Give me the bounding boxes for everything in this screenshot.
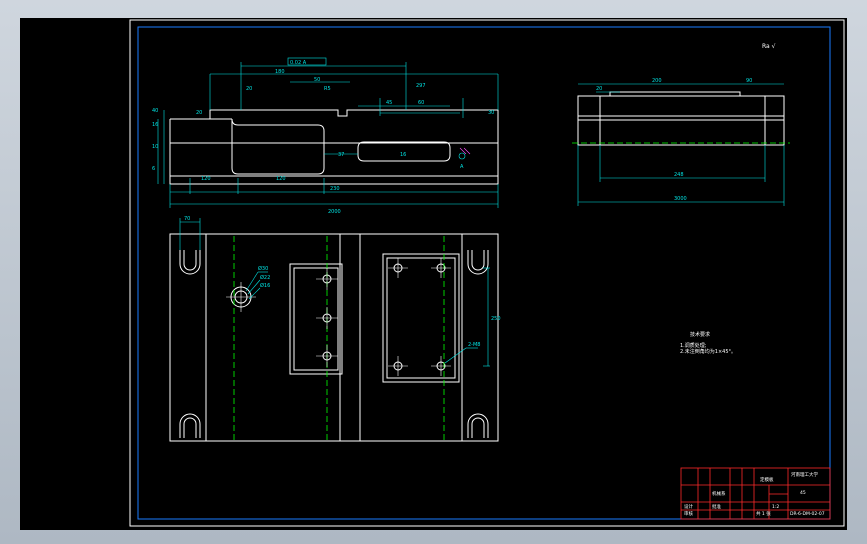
front-view-dim-text: 2000 230 120 120 180 50 297 45 60 37 16 … (152, 60, 494, 215)
dim-r5: R5 (324, 86, 331, 92)
dim-tolerance: 0.02 A (290, 60, 307, 66)
dim-200: 200 (652, 78, 662, 84)
dim-tap: 2-M8 (468, 342, 480, 348)
dim-hole-a: Ø30 (258, 265, 268, 272)
title-material: 45 (800, 490, 806, 496)
side-view-dimensions (577, 83, 785, 206)
title-designer: 设计 (684, 503, 693, 510)
plan-view (169, 233, 499, 442)
title-checker: 审核 (684, 510, 693, 517)
technical-notes: 技术要求 1.调质处理; 2.未注倒角均为1×45°。 (680, 331, 736, 355)
notes-line-2: 2.未注倒角均为1×45°。 (680, 348, 736, 355)
notes-title: 技术要求 (690, 331, 710, 338)
front-view-outline (169, 109, 499, 185)
dim-top-297: 297 (416, 83, 426, 89)
dim-top-180: 180 (275, 69, 285, 75)
plan-view-dim-text: 70 Ø30 Ø22 Ø16 250 2-M8 (184, 216, 501, 348)
title-sheet: 共 1 张 (756, 510, 771, 517)
dim-right-step: 120 (276, 176, 286, 182)
plan-view-outline (169, 233, 499, 442)
front-view-dimensions (157, 57, 499, 208)
dim-main-length: 230 (330, 186, 340, 192)
plan-window-right (382, 253, 460, 383)
surface-finish-symbol: Ra √ (762, 43, 776, 50)
title-drawing-no: DR-6-DM-02-07 (790, 511, 825, 517)
front-pocket-left (231, 118, 325, 175)
dim-20a: 20 (196, 110, 202, 116)
front-pocket-right (357, 141, 451, 162)
title-part-name: 定模板 (760, 476, 774, 483)
dim-hole-b: Ø22 (260, 274, 270, 281)
dim-h-16: 16 (152, 122, 158, 128)
geometric-tolerance-box (287, 57, 327, 66)
title-scale: 1:2 (772, 504, 779, 510)
dim-h-40: 40 (152, 108, 158, 114)
plan-window-left (289, 263, 343, 375)
side-view (577, 91, 785, 146)
front-view (169, 109, 499, 185)
datum-label: A (460, 164, 464, 170)
dim-v-30: 30 (488, 110, 494, 116)
cad-viewport[interactable]: Ra √ (20, 18, 847, 530)
dim-overall-length: 2000 (328, 209, 341, 215)
dim-60: 60 (418, 100, 424, 106)
guide-slot-bottom-right (467, 413, 489, 438)
dim-right-height: 250 (491, 316, 501, 322)
dim-16: 16 (400, 152, 406, 158)
guide-slot-top-left (179, 250, 201, 275)
title-approver: 批准 (712, 503, 721, 510)
front-view-hatch (459, 147, 471, 155)
inner-border (137, 26, 831, 520)
guide-slot-top-right (467, 250, 489, 275)
notes-line-1: 1.调质处理; (680, 342, 707, 349)
dim-h-10: 10 (152, 144, 158, 150)
dim-90: 90 (746, 78, 752, 84)
guide-slot-bottom-left (179, 413, 201, 438)
dim-top-70: 70 (184, 216, 190, 222)
title-block-text: 河南理工大学 定模板 45 DR-6-DM-02-07 1:2 共 1 张 设计… (684, 471, 825, 517)
dim-37: 37 (338, 152, 344, 158)
dim-20: 20 (596, 86, 602, 92)
dim-hole-c: Ø16 (260, 282, 270, 289)
dim-248: 248 (674, 172, 684, 178)
datum-marker (458, 152, 466, 160)
dim-top-50: 50 (314, 77, 320, 83)
plan-view-centerlines (233, 236, 445, 440)
dim-left-step: 120 (201, 176, 211, 182)
drawing-sheet: Ra √ (129, 19, 845, 527)
title-school: 河南理工大学 (791, 471, 818, 478)
title-block (680, 467, 831, 520)
title-dept: 机械系 (712, 490, 726, 497)
dim-20b: 20 (246, 86, 252, 92)
dim-h-6: 6 (152, 166, 155, 172)
outer-border (129, 19, 845, 527)
plan-view-dimensions (179, 218, 490, 367)
side-view-dim-text: 200 90 20 248 3000 (596, 78, 752, 202)
dim-3000: 3000 (674, 196, 687, 202)
dim-45: 45 (386, 100, 392, 106)
